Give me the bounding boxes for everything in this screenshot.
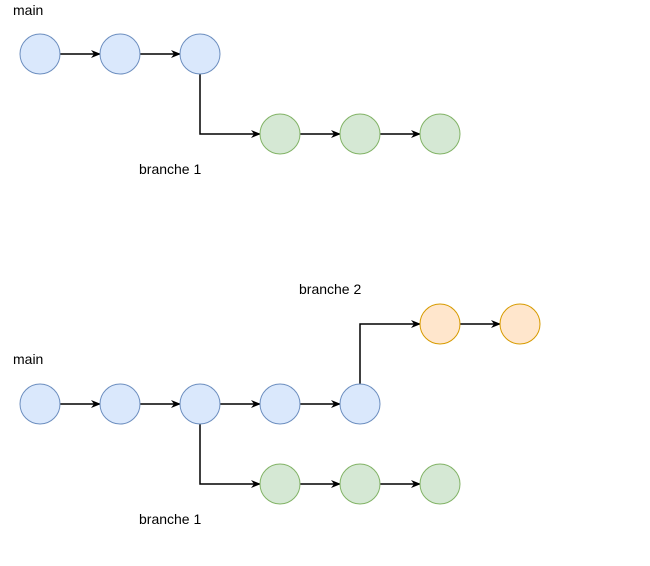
top-branch1-commit-3 (419, 113, 461, 155)
bottom-main-commit-1 (19, 383, 61, 425)
top-branch1-commit-1 (259, 113, 301, 155)
bottom-main-commit-2 (99, 383, 141, 425)
bottom-branch1-commit-1 (259, 463, 301, 505)
top-branch1-label: branche 1 (139, 161, 202, 177)
edges (60, 50, 501, 488)
bottom-branch1-commit-3 (419, 463, 461, 505)
bottom-main-commit-3 (179, 383, 221, 425)
bottom-branch1-fork-edge (199, 424, 261, 488)
bottom-main-commit-4 (259, 383, 301, 425)
bottom-branch1-commit-2 (339, 463, 381, 505)
top-main-commit-1 (19, 33, 61, 75)
bottom-main-label: main (13, 351, 44, 367)
commits (19, 33, 541, 505)
top-main-commit-2 (99, 33, 141, 75)
bottom-branch2-label: branche 2 (299, 281, 362, 297)
top-branch1-fork-edge (199, 74, 261, 138)
bottom-branch1-label: branche 1 (139, 511, 202, 527)
top-main-label: main (13, 2, 44, 18)
bottom-branch2-commit-1 (419, 303, 461, 345)
bottom-branch2-commit-2 (499, 303, 541, 345)
top-main-commit-3 (179, 33, 221, 75)
bottom-branch2-fork-edge (359, 320, 421, 384)
bottom-main-commit-5 (339, 383, 381, 425)
top-branch1-commit-2 (339, 113, 381, 155)
